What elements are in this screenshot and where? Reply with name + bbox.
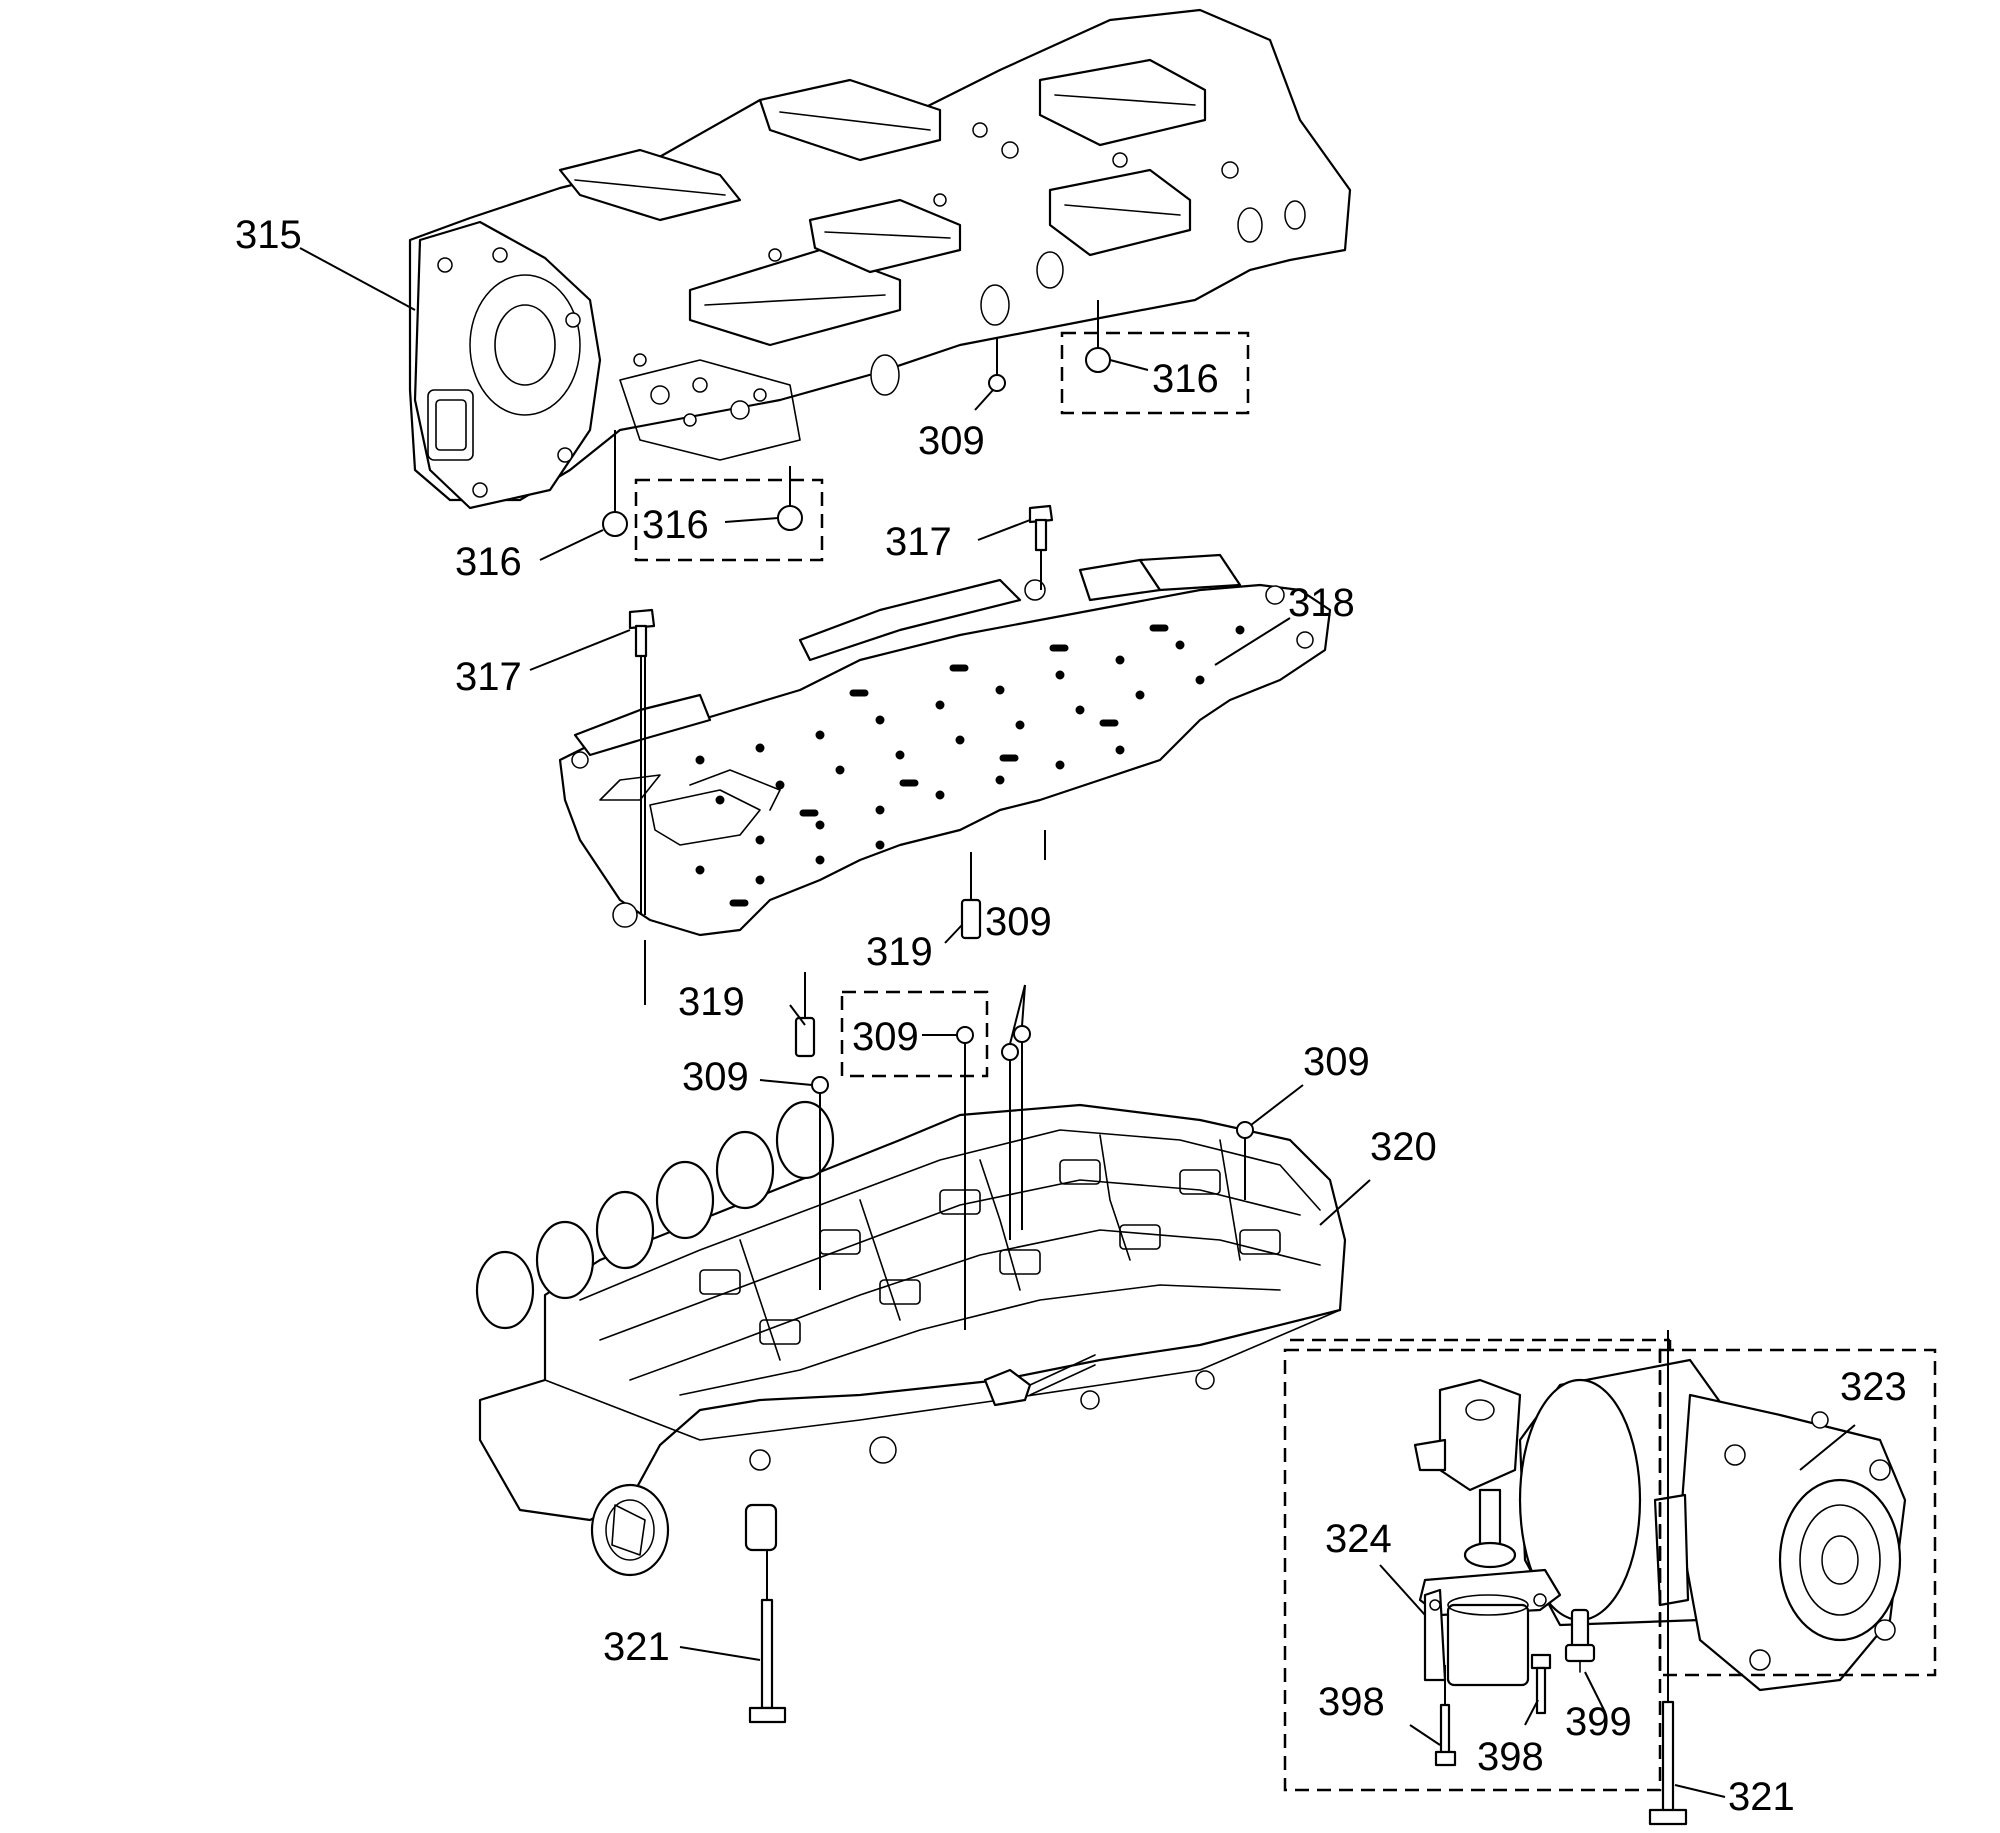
- callout-320: 320: [1370, 1125, 1437, 1169]
- check-ball-309-left: [811, 1076, 829, 1094]
- callout-309-boxed: 309: [852, 1015, 919, 1059]
- screw-398-left: [1434, 1665, 1457, 1767]
- callout-398-left: 398: [1318, 1680, 1385, 1724]
- dashed-box-316-center: [634, 478, 824, 562]
- screw-398-right: [1530, 1653, 1552, 1715]
- callout-316-boxed: 316: [642, 503, 709, 547]
- callout-309-upper: 309: [985, 900, 1052, 944]
- callout-321-right: 321: [1728, 1775, 1795, 1819]
- pump-assembly: [1413, 1358, 1907, 1692]
- upper-valve-body-housing: [408, 8, 1352, 510]
- check-ball-316-boxed: [777, 505, 803, 531]
- callout-399: 399: [1565, 1700, 1632, 1744]
- spacer-plate: [558, 553, 1332, 937]
- bolt-321-left: [748, 1550, 787, 1724]
- callout-315: 315: [235, 213, 302, 257]
- check-ball-316-left: [602, 511, 628, 537]
- check-ball-309-boxed: [956, 1026, 974, 1044]
- callout-316-left: 316: [455, 540, 522, 584]
- check-ball-309-upper-b: [1001, 1043, 1019, 1061]
- callout-309-right: 309: [1303, 1040, 1370, 1084]
- callout-321-left: 321: [603, 1625, 670, 1669]
- bolt-317-left: [628, 608, 656, 915]
- dashed-box-309-center: [840, 990, 989, 1078]
- dashed-box-pump: [1658, 1348, 1937, 1677]
- callout-317-top: 317: [885, 520, 952, 564]
- callout-309-left: 309: [682, 1055, 749, 1099]
- dowel-319-left: [794, 972, 816, 1058]
- callout-323: 323: [1840, 1365, 1907, 1409]
- bolt-317-top: [1028, 504, 1054, 590]
- callout-316-right: 316: [1152, 357, 1219, 401]
- callout-labels: 315 316 309 316 316 317 318 317 319 309 …: [235, 213, 1907, 1819]
- callout-309-top: 309: [918, 419, 985, 463]
- callout-318: 318: [1288, 581, 1355, 625]
- callout-324: 324: [1325, 1517, 1392, 1561]
- bolt-321-right: [1648, 1330, 1688, 1826]
- callout-398-right: 398: [1477, 1735, 1544, 1779]
- leader-lines: [299, 247, 1856, 1798]
- check-ball-316-right: [1085, 347, 1111, 373]
- solenoid: [1418, 1488, 1562, 1687]
- dowel-319-right: [960, 852, 982, 940]
- check-ball-309-top: [988, 374, 1006, 392]
- check-balls: [602, 300, 1254, 1330]
- lower-valve-body: [475, 1100, 1347, 1577]
- callout-317-left: 317: [455, 655, 522, 699]
- dashed-box-316-right: [1060, 331, 1250, 415]
- spacer-plate-holes: [695, 624, 1245, 907]
- check-ball-309-upper-a: [1013, 1025, 1031, 1043]
- callout-319-left: 319: [678, 980, 745, 1024]
- pressure-sensor: [1564, 1608, 1596, 1673]
- callout-319-right: 319: [866, 930, 933, 974]
